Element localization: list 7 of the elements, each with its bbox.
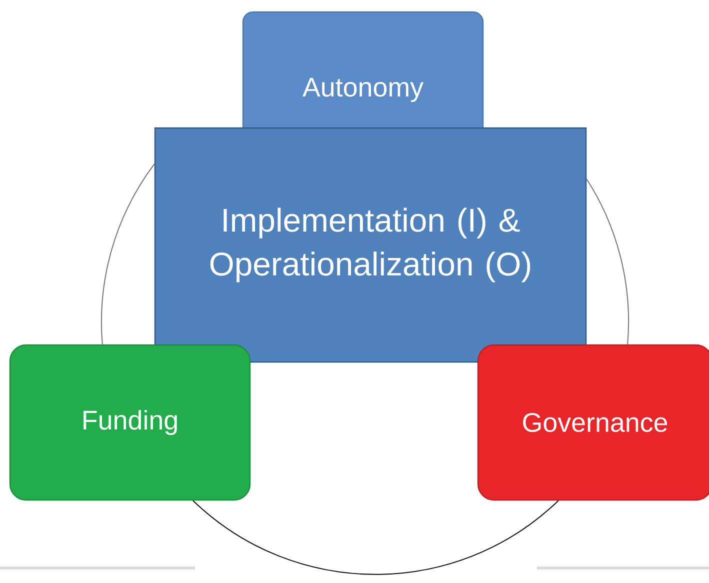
central-box: Implementation (I) & Operationalization (O): [154, 127, 587, 363]
cycle-arc: [192, 500, 559, 575]
process-box: Funding: [9, 344, 251, 501]
process-box: Governance: [477, 344, 709, 501]
cycle-arc: [586, 178, 629, 345]
process-box: Autonomy: [242, 11, 484, 141]
cycle-arc: [101, 163, 155, 346]
